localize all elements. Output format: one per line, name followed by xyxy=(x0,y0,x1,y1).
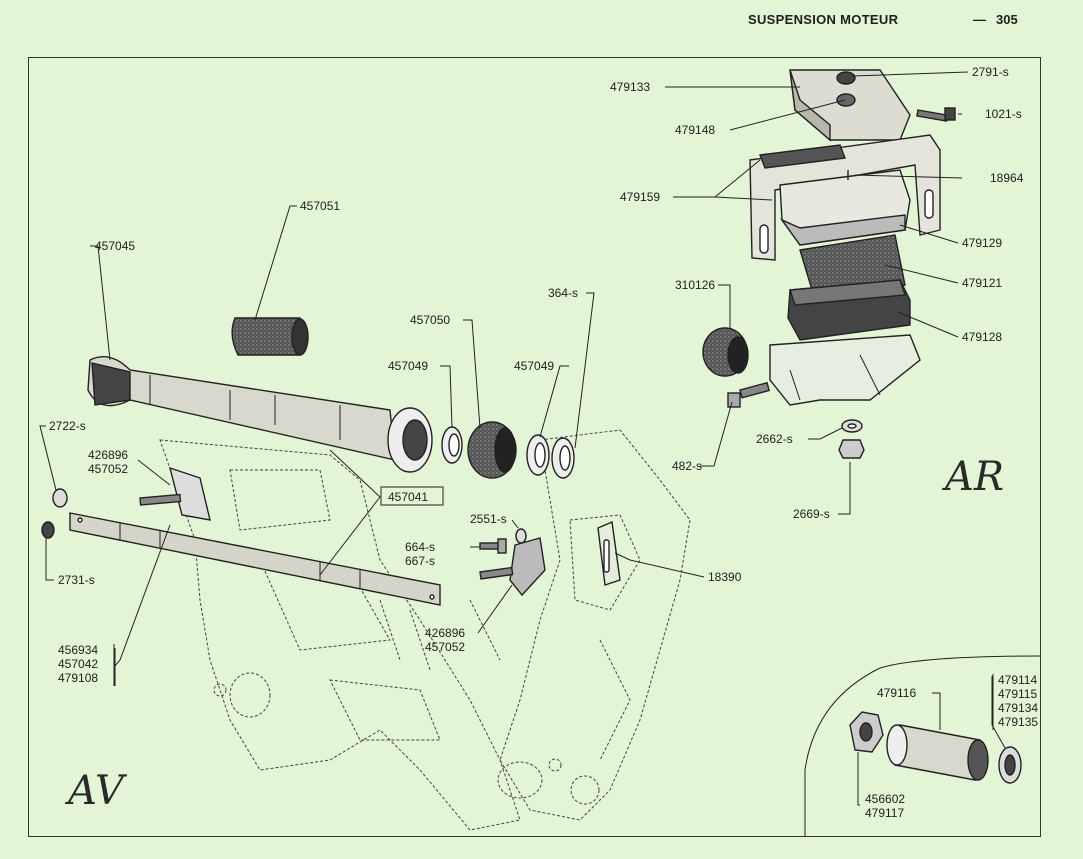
rear-crossmember xyxy=(769,334,921,406)
washer-2662 xyxy=(841,419,863,433)
callout-426896-right: 426896 xyxy=(425,626,465,640)
callout-457049-right: 457049 xyxy=(514,359,554,373)
rubber-457050 xyxy=(467,421,517,479)
callout-457052-left: 457052 xyxy=(88,462,128,476)
callout-479115: 479115 xyxy=(998,687,1037,701)
callout-479134: 479134 xyxy=(998,701,1038,715)
callout-664-s: 664-s xyxy=(405,540,435,554)
callout-364-s: 364-s xyxy=(548,286,578,300)
bushing-310126 xyxy=(702,327,749,377)
leader-lines xyxy=(39,71,1006,806)
washer-457049-left xyxy=(441,426,463,464)
rubber-block-479129 xyxy=(779,169,911,246)
page-header: SUSPENSION MOTEUR — 305 xyxy=(0,8,1083,32)
callout-457051: 457051 xyxy=(300,199,340,213)
washer-2551 xyxy=(515,528,527,544)
callout-456934: 456934 xyxy=(58,643,98,657)
diagram-frame xyxy=(28,57,1041,837)
callout-479117: 479117 xyxy=(865,806,904,820)
washer-2722 xyxy=(52,488,68,508)
section-label-rear: AR xyxy=(941,454,1004,500)
callout-667-s: 667-s xyxy=(405,554,435,568)
callout-482-s: 482-s xyxy=(672,459,702,473)
washer-479114 xyxy=(998,746,1022,784)
callout-457045: 457045 xyxy=(95,239,135,253)
callout-457052-right: 457052 xyxy=(425,640,465,654)
engine-frame-outline xyxy=(159,429,691,831)
rubber-bush-457051 xyxy=(231,317,309,356)
washer-457049-right xyxy=(526,434,550,476)
callout-479133: 479133 xyxy=(610,80,650,94)
bolt-664 xyxy=(479,538,507,554)
callout-479114: 479114 xyxy=(998,673,1037,687)
callout-457050: 457050 xyxy=(410,313,450,327)
callout-18964: 18964 xyxy=(990,171,1024,185)
title-separator: — xyxy=(973,12,986,27)
bolt-1021 xyxy=(916,107,956,122)
stud-plate-426896-left xyxy=(139,466,211,521)
callout-426896-left: 426896 xyxy=(88,448,128,462)
bolt-482 xyxy=(727,381,770,408)
callout-479148: 479148 xyxy=(675,123,715,137)
callout-2669-s: 2669-s xyxy=(793,507,830,521)
page-number: 305 xyxy=(996,12,1018,27)
callout-479135: 479135 xyxy=(998,715,1038,729)
washer-364 xyxy=(551,437,575,479)
callout-310126: 310126 xyxy=(675,278,715,292)
callout-2551-s: 2551-s xyxy=(470,512,507,526)
callout-479121: 479121 xyxy=(962,276,1002,290)
callout-479116: 479116 xyxy=(877,686,916,700)
callout-479108: 479108 xyxy=(58,671,98,685)
callout-1021-s: 1021-s xyxy=(985,107,1022,121)
rear-mount-top-bracket xyxy=(789,69,911,142)
callout-457042: 457042 xyxy=(58,657,98,671)
callout-479129: 479129 xyxy=(962,236,1002,250)
callout-456602: 456602 xyxy=(865,792,905,806)
section-label-front: AV xyxy=(64,768,128,814)
callout-2722-s: 2722-s xyxy=(49,419,86,433)
nut-456602 xyxy=(849,711,884,753)
callout-18390: 18390 xyxy=(708,570,742,584)
callout-479128: 479128 xyxy=(962,330,1002,344)
callout-2731-s: 2731-s xyxy=(58,573,95,587)
page-title: SUSPENSION MOTEUR xyxy=(748,12,899,27)
callout-2791-s: 2791-s xyxy=(972,65,1009,79)
callout-box-457041 xyxy=(380,486,444,506)
base-479128 xyxy=(787,279,911,341)
sleeve-479116 xyxy=(886,724,989,781)
callout-457049-left: 457049 xyxy=(388,359,428,373)
callout-479159: 479159 xyxy=(620,190,660,204)
washer-2731 xyxy=(41,521,55,539)
callout-2662-s: 2662-s xyxy=(756,432,793,446)
rear-mount-u-bracket xyxy=(749,134,941,261)
stud-plate-426896-right xyxy=(479,537,546,597)
inset-box-border xyxy=(804,655,1042,837)
shaft-456934 xyxy=(69,512,441,606)
callout-457041: 457041 xyxy=(388,490,428,504)
nut-2669 xyxy=(838,439,865,459)
bracket-18390 xyxy=(597,520,621,586)
tube-457045 xyxy=(87,356,433,473)
